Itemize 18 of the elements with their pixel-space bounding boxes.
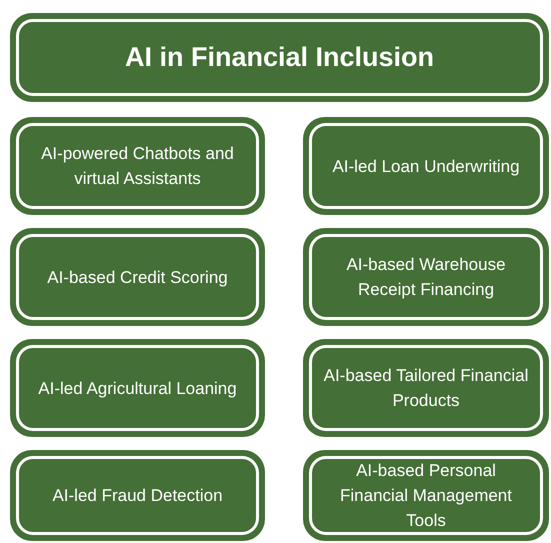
title-box xyxy=(10,13,549,102)
topic-text: AI-led Fraud Detection xyxy=(52,485,223,507)
topic-text: AI-led Loan Underwriting xyxy=(332,156,520,178)
topic-box xyxy=(10,228,265,326)
topic-box xyxy=(10,339,265,437)
topic-text: AI-powered Chatbots and virtual Assistants xyxy=(40,143,235,190)
topic-box xyxy=(10,450,265,541)
topic-box xyxy=(303,450,549,541)
topic-text: AI-based Warehouse Receipt Financing xyxy=(345,254,507,301)
topic-text: AI-led Agricultural Loaning xyxy=(38,378,237,400)
topic-box xyxy=(10,117,265,215)
topic-box xyxy=(303,339,549,437)
topic-text: AI-based Tailored Financial Products xyxy=(322,365,530,412)
topic-box xyxy=(303,228,549,326)
topic-box xyxy=(303,117,549,215)
title-text: AI in Financial Inclusion xyxy=(124,40,434,74)
topic-text: AI-based Personal Financial Management Tools xyxy=(339,460,513,532)
topic-text: AI-based Credit Scoring xyxy=(47,266,228,288)
